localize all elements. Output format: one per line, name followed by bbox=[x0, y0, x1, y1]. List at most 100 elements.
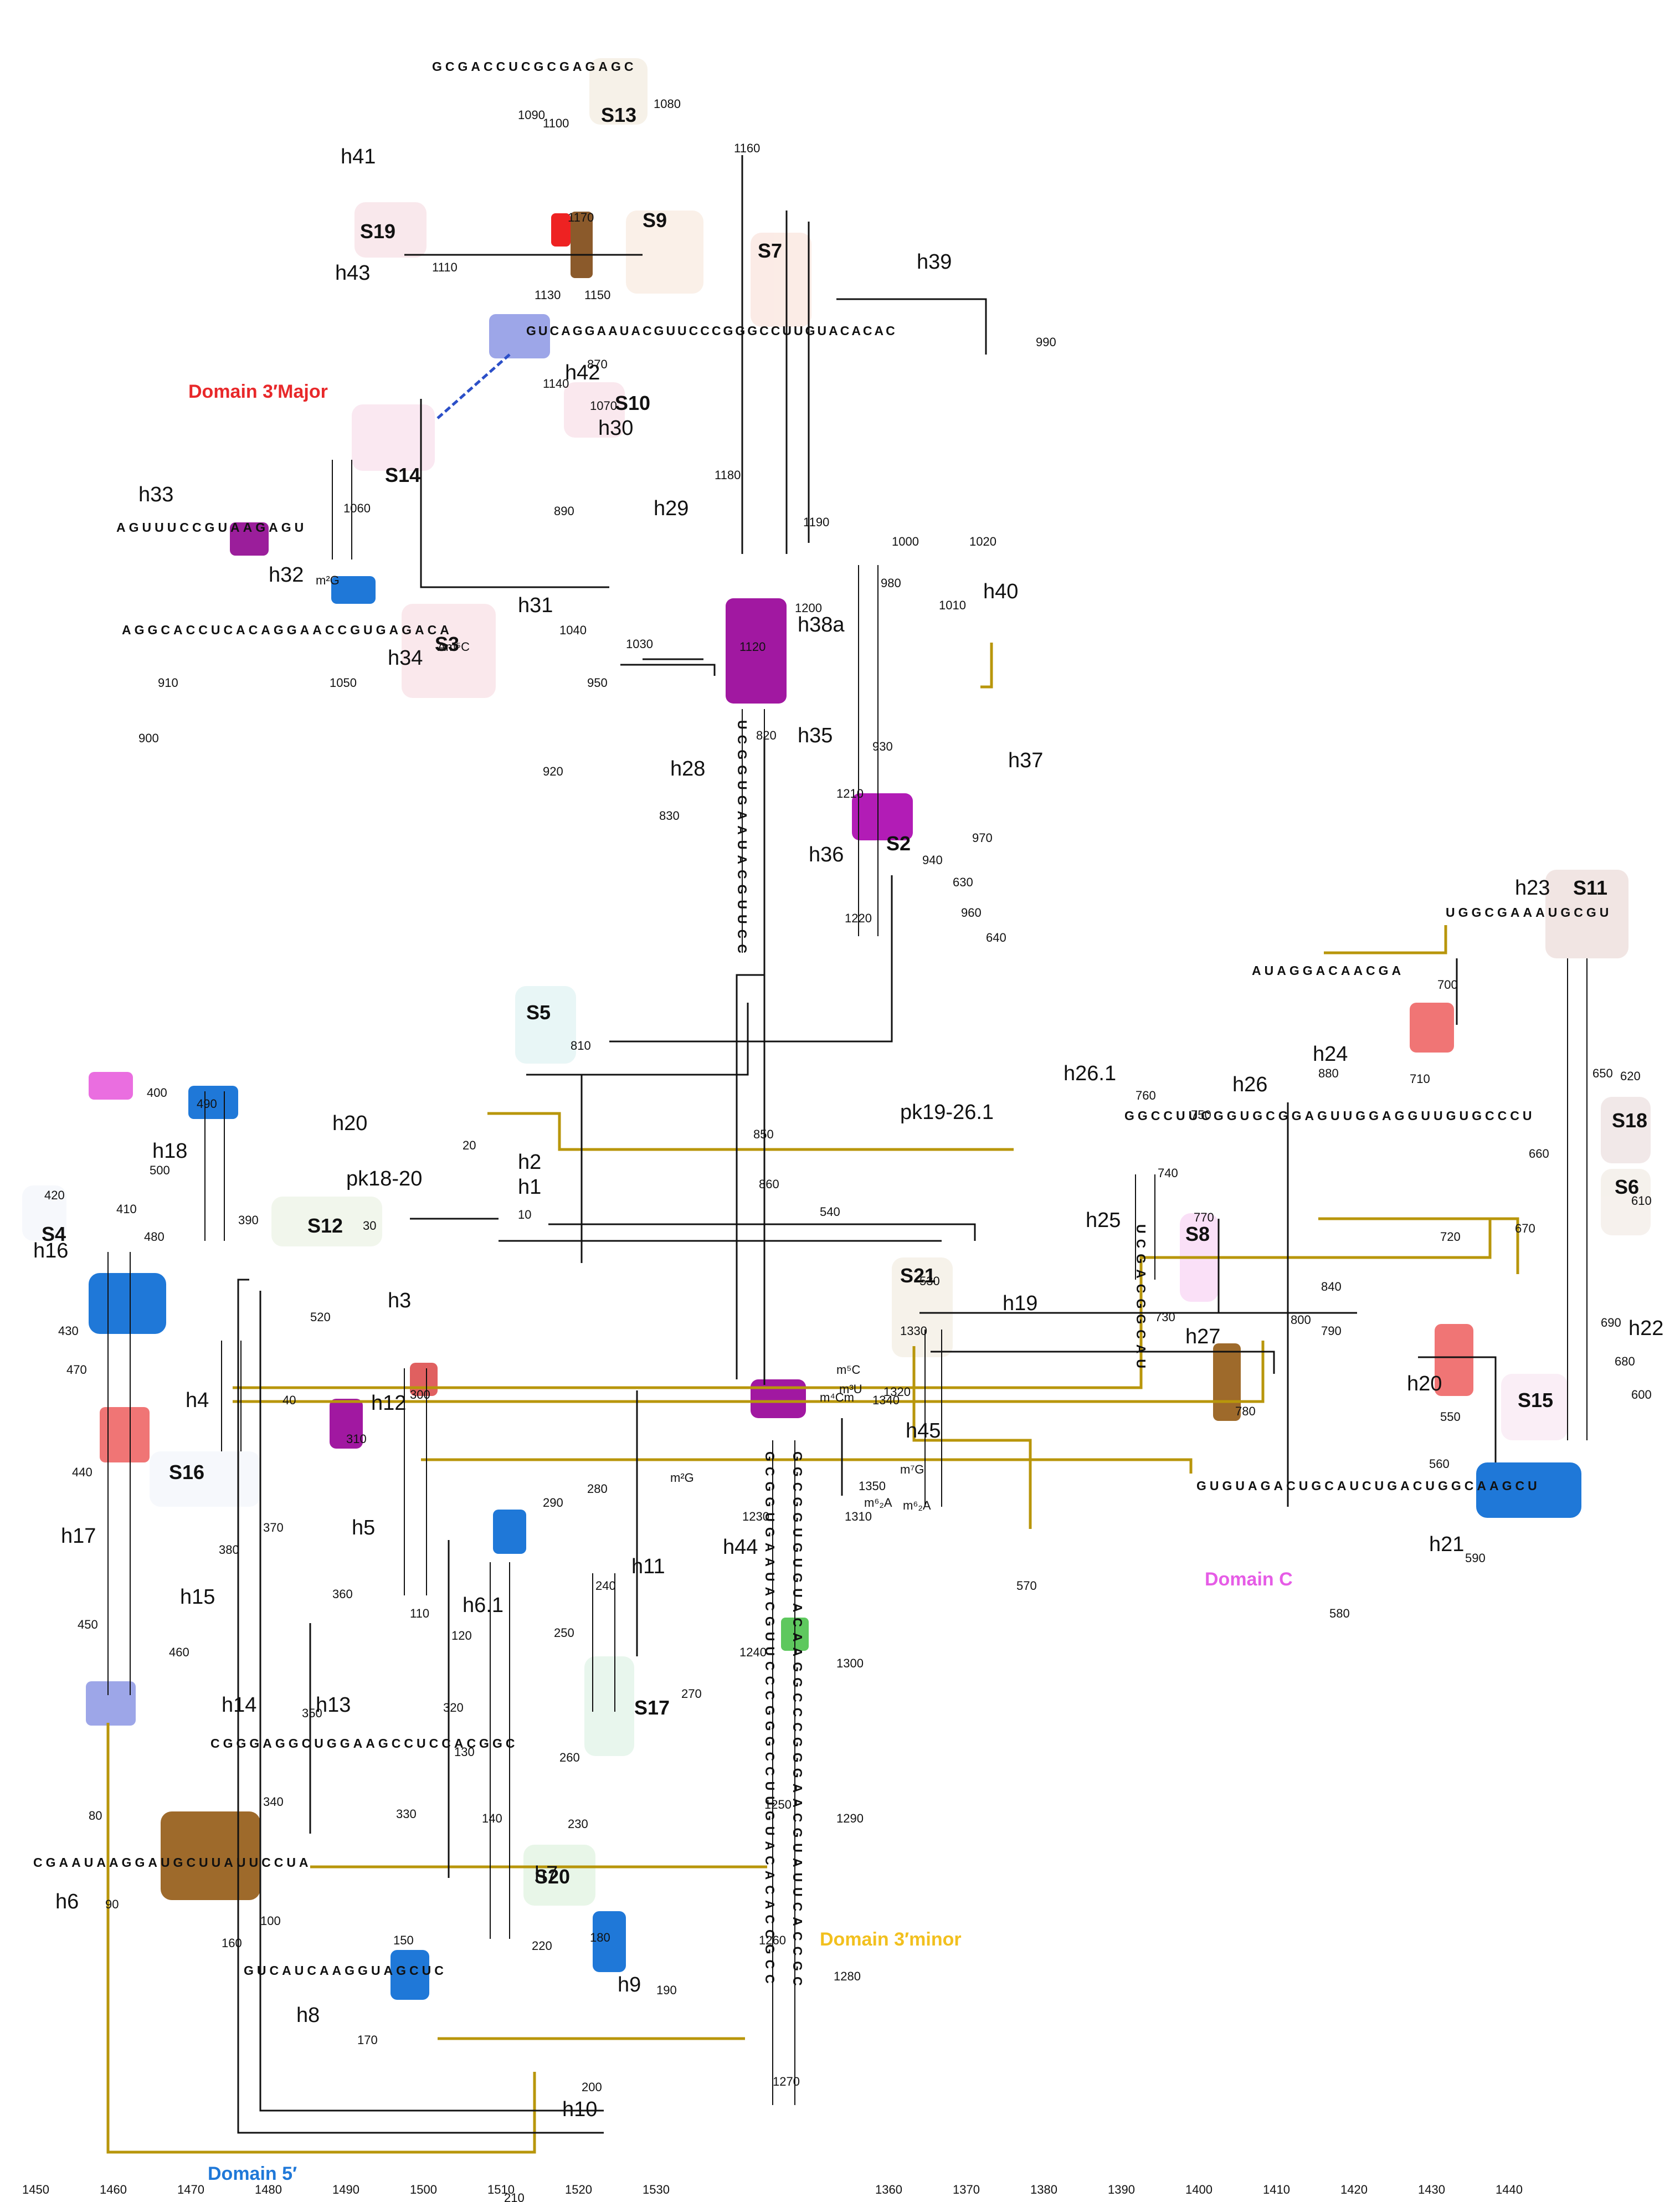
position-number: 860 bbox=[759, 1177, 779, 1191]
position-number: 880 bbox=[1318, 1066, 1339, 1080]
position-number: 500 bbox=[150, 1163, 170, 1177]
h21-strand: GUGUAGACUGCAUCUGACUGGCAAGCU bbox=[1196, 1479, 1540, 1493]
helix-label: h26.1 bbox=[1064, 1062, 1116, 1085]
h33-strand: AGUUUCCGUAAGAGU bbox=[116, 520, 307, 535]
position-number: 640 bbox=[986, 931, 1006, 945]
position-number: 170 bbox=[357, 2033, 378, 2047]
position-number: 1430 bbox=[1418, 2183, 1445, 2196]
position-number: 730 bbox=[1155, 1310, 1175, 1324]
domain-label-3prime-major: Domain 3′Major bbox=[188, 381, 328, 402]
position-number: 410 bbox=[116, 1202, 137, 1216]
helix-strands bbox=[107, 460, 1587, 2105]
h42-strand: GUCAGGAAUACGUUCCCGGGCCUUGUACACAC bbox=[526, 324, 897, 338]
position-number: 1320 bbox=[883, 1385, 911, 1399]
protein-site-boxes bbox=[22, 58, 1651, 1906]
modification-label: m⁶₂A bbox=[864, 1496, 892, 1510]
position-number: 870 bbox=[587, 357, 608, 371]
modification-label: m²G bbox=[316, 573, 340, 587]
helix-label: h6.1 bbox=[463, 1594, 504, 1617]
helix-label: pk18-20 bbox=[346, 1167, 422, 1190]
position-number: 940 bbox=[922, 853, 943, 867]
h26-strand: GGCCUUCGGUGCGGAGUUGGAGGUUGUGCCCU bbox=[1124, 1108, 1535, 1123]
position-number: 210 bbox=[504, 2191, 525, 2202]
position-number: 910 bbox=[158, 676, 178, 690]
position-number: 80 bbox=[89, 1809, 102, 1823]
protein-label: S17 bbox=[634, 1696, 670, 1719]
protein-label: S10 bbox=[615, 392, 650, 414]
position-number: 810 bbox=[571, 1039, 591, 1053]
protein-label: S14 bbox=[385, 464, 420, 486]
helix-label: h6 bbox=[55, 1890, 79, 1913]
h44-5p-strand: GCGGUGAAUACGUUCCCGGGCCUUGUACACACCGCC bbox=[763, 1451, 777, 1989]
dashed-interaction-line bbox=[436, 353, 511, 419]
h8-strand: GUCAUCAAGGUAGCUC bbox=[244, 1963, 447, 1978]
position-number: 610 bbox=[1631, 1194, 1652, 1208]
position-number: 620 bbox=[1620, 1069, 1641, 1083]
position-number: 190 bbox=[656, 1983, 677, 1997]
position-number: 300 bbox=[410, 1388, 430, 1402]
position-number: 480 bbox=[144, 1230, 165, 1244]
position-number: 1050 bbox=[330, 676, 357, 690]
position-number: 570 bbox=[1016, 1579, 1037, 1593]
position-numbers: 1020304080901001101201301401501601701801… bbox=[22, 97, 1652, 2202]
position-number: 390 bbox=[238, 1213, 259, 1227]
position-number: 1040 bbox=[559, 623, 587, 637]
helix-label: h36 bbox=[809, 843, 844, 866]
position-number: 1270 bbox=[773, 2075, 800, 2088]
helix-labels: h1h2h3h4h5h6h6.1h7h8h9h10h11h12h13h14h15… bbox=[33, 145, 1663, 2121]
helix-label: h2 bbox=[518, 1151, 541, 1174]
modification-label: m⁷G bbox=[900, 1462, 924, 1476]
position-number: 670 bbox=[1515, 1221, 1535, 1235]
helix-label: h39 bbox=[917, 250, 952, 274]
h14-strand: CGGGAGGCUGGAAGCCUCCACGGC bbox=[210, 1736, 518, 1751]
position-number: 470 bbox=[66, 1363, 87, 1377]
position-number: 1100 bbox=[543, 116, 569, 130]
position-number: 370 bbox=[263, 1521, 284, 1534]
helix-label: h7 bbox=[535, 1862, 558, 1886]
position-number: 1350 bbox=[859, 1479, 886, 1493]
position-number: 430 bbox=[58, 1324, 79, 1338]
protein-labels: S2S3S4S5S6S7S8S9S10S11S12S13S14S15S16S17… bbox=[42, 104, 1647, 1888]
helix-label: h12 bbox=[371, 1392, 406, 1415]
position-number: 590 bbox=[1465, 1551, 1486, 1565]
position-number: 400 bbox=[147, 1086, 167, 1100]
position-number: 960 bbox=[961, 906, 982, 920]
helix-label: h45 bbox=[906, 1419, 941, 1443]
position-number: 950 bbox=[587, 676, 608, 690]
position-number: 690 bbox=[1601, 1316, 1621, 1330]
helix-label: h13 bbox=[316, 1693, 351, 1717]
position-number: 1120 bbox=[739, 640, 765, 654]
position-number: 1480 bbox=[255, 2183, 282, 2196]
helix-label: h17 bbox=[61, 1525, 96, 1548]
position-number: 770 bbox=[1194, 1210, 1214, 1224]
helix-label: h31 bbox=[518, 594, 553, 617]
position-number: 110 bbox=[410, 1606, 429, 1620]
position-number: 120 bbox=[451, 1629, 472, 1642]
protein-label: S8 bbox=[1185, 1223, 1210, 1245]
helix-label: h26 bbox=[1232, 1073, 1267, 1096]
position-number: 1150 bbox=[584, 288, 610, 302]
position-number: 600 bbox=[1631, 1388, 1652, 1402]
position-number: 1060 bbox=[343, 501, 371, 515]
position-number: 30 bbox=[363, 1219, 376, 1233]
protein-label: S19 bbox=[360, 220, 395, 243]
helix-label: h44 bbox=[723, 1536, 758, 1559]
helix-label: h1 bbox=[518, 1176, 541, 1199]
position-number: 460 bbox=[169, 1645, 189, 1659]
position-number: 830 bbox=[659, 809, 680, 823]
protein-label: S11 bbox=[1573, 876, 1607, 899]
protein-label: S13 bbox=[601, 104, 636, 126]
modification-label: m⁵C bbox=[836, 1363, 860, 1377]
position-number: 1510 bbox=[487, 2183, 515, 2196]
position-number: 1390 bbox=[1108, 2183, 1135, 2196]
position-number: 1200 bbox=[795, 601, 822, 615]
h6-strand: CGAAUAAGGAUGCUUAUUCCUA bbox=[33, 1855, 312, 1870]
position-number: 1470 bbox=[177, 2183, 204, 2196]
position-number: 260 bbox=[559, 1751, 580, 1764]
position-number: 310 bbox=[346, 1432, 367, 1446]
helix-label: h25 bbox=[1086, 1209, 1121, 1232]
helix-label: h24 bbox=[1313, 1043, 1348, 1066]
position-number: 1250 bbox=[764, 1798, 792, 1811]
helix-label: h16 bbox=[33, 1239, 68, 1262]
